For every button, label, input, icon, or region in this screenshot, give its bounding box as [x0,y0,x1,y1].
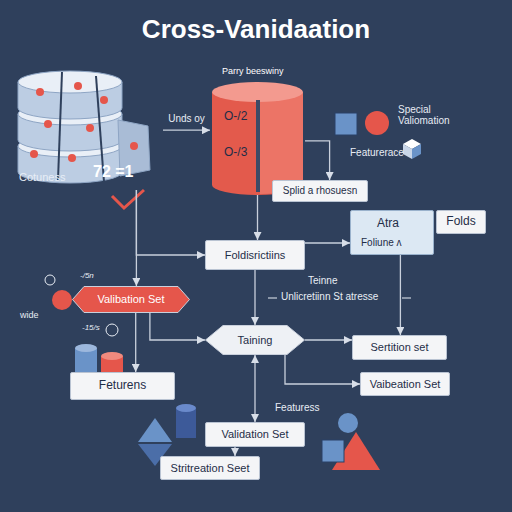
node-text: Sertition set [370,341,428,354]
flow-arrow [254,355,255,422]
folds-box: AtraFoliune ʌ [350,210,434,255]
node-text: Parry beeswiny [222,66,284,76]
diagram-title: Cross-Vanidaation [0,14,512,45]
node-text: Splid a rhosuesn [283,185,358,197]
data-dot [130,142,138,150]
cylinder-top [212,82,303,102]
flow-arrow [234,447,235,456]
training-hexagon: Taining [205,325,305,355]
folds-tag: Folds [436,210,486,234]
cylinder-shade [260,92,303,194]
red-circle [365,111,389,135]
database-stack: Cotuness 72 =1 [15,75,163,190]
dash [402,298,411,299]
process-box: Validation Set [205,422,305,447]
red-circle [52,290,72,310]
split-line [58,72,62,180]
outline-circle [106,324,118,336]
node-text: Atra [377,217,399,231]
text-holder: Validation Set [206,423,304,446]
text-holder: Splid a rhosuesn [273,181,367,201]
data-dot [68,154,76,162]
note-label: wide [20,310,39,320]
dash [268,298,277,299]
blue-square [335,113,357,135]
edge-label: Unds oy [168,113,205,124]
node-subtext: Foliune ʌ [361,237,402,249]
blue-cylinder [176,408,196,438]
cube-right [412,144,421,159]
text-holder: Vaibeation Set [361,373,449,395]
cylinder-slot [256,100,260,192]
note-label: -/5n [80,271,94,280]
text-holder: Folds [437,211,485,233]
database-illustration [18,71,150,208]
note-label: Special Valiomation [398,104,470,126]
flow-arrow [400,255,401,335]
node-text: Vaibeation Set [370,378,441,391]
flow-arrow [305,141,330,180]
blue-cylinder-top [75,344,97,352]
process-box: Stritreation Seet [160,456,260,480]
flow-arrow [257,195,258,240]
flow-arrow [136,190,137,286]
cube-left [403,144,412,159]
node-text: Folds [446,215,475,229]
text-holder: Feturens [71,373,174,399]
text-holder: Foldisrictiins [206,241,304,269]
process-box: Feturens [70,372,175,400]
node-text: Valibation Set [97,293,164,306]
data-dot [74,82,82,90]
note-label: Featuress [275,402,319,413]
blue-square [322,440,344,462]
disk-top [18,71,122,93]
process-box: Foldisrictiins [205,240,305,270]
hexagon-shape [73,287,190,313]
check-mark [112,190,144,208]
node-subtext: O-/2 [224,110,247,124]
flow-arrow [305,339,352,340]
node-text: Validation Set [221,428,288,441]
flow-arrow [254,270,255,325]
node-text: Stritreation Seet [171,462,250,475]
cylinder-outline [210,66,305,195]
note-label: Teinne [308,275,337,286]
flow-arrow [163,130,210,131]
process-box: Sertition set [352,335,447,360]
node-text: Cotuness [19,171,65,184]
flow-arrow [136,190,205,255]
data-dot [86,124,94,132]
note-label: Unlicretiinn St atresse [281,291,378,302]
node-subtext: 72 =1 [93,163,133,181]
flow-arrow [305,242,350,243]
outline-circle [45,275,55,285]
data-cylinder: Parry beeswinyO-/2O-/3 [210,66,305,195]
node-text: Foldisrictiins [225,249,286,262]
flow-arrow [135,313,136,372]
note-label: Featurerace [350,147,404,158]
data-dot [36,88,44,96]
node-text: Taining [238,334,273,347]
process-box: Splid a rhosuesn [272,180,368,202]
flow-arrow [150,313,205,340]
red-cylinder-top [101,352,123,360]
blue-triangle [138,418,172,442]
text-holder: Valibation Set [72,286,190,313]
text-holder: Sertition set [353,336,446,359]
node-subtext: O-/3 [224,146,247,160]
data-dot [30,150,38,158]
data-dot [44,120,52,128]
note-label: -15/s [82,323,100,332]
blue-cylinder-top [176,404,196,412]
text-holder: Stritreation Seet [161,457,259,479]
data-dot [100,96,108,104]
flow-arrow [285,355,360,384]
blue-circle [338,413,358,433]
hexagon-shape [206,326,305,355]
validation-hexagon: Valibation Set [72,286,190,313]
node-text: Feturens [99,379,146,393]
text-holder: Taining [205,325,305,355]
process-box: Vaibeation Set [360,372,450,396]
